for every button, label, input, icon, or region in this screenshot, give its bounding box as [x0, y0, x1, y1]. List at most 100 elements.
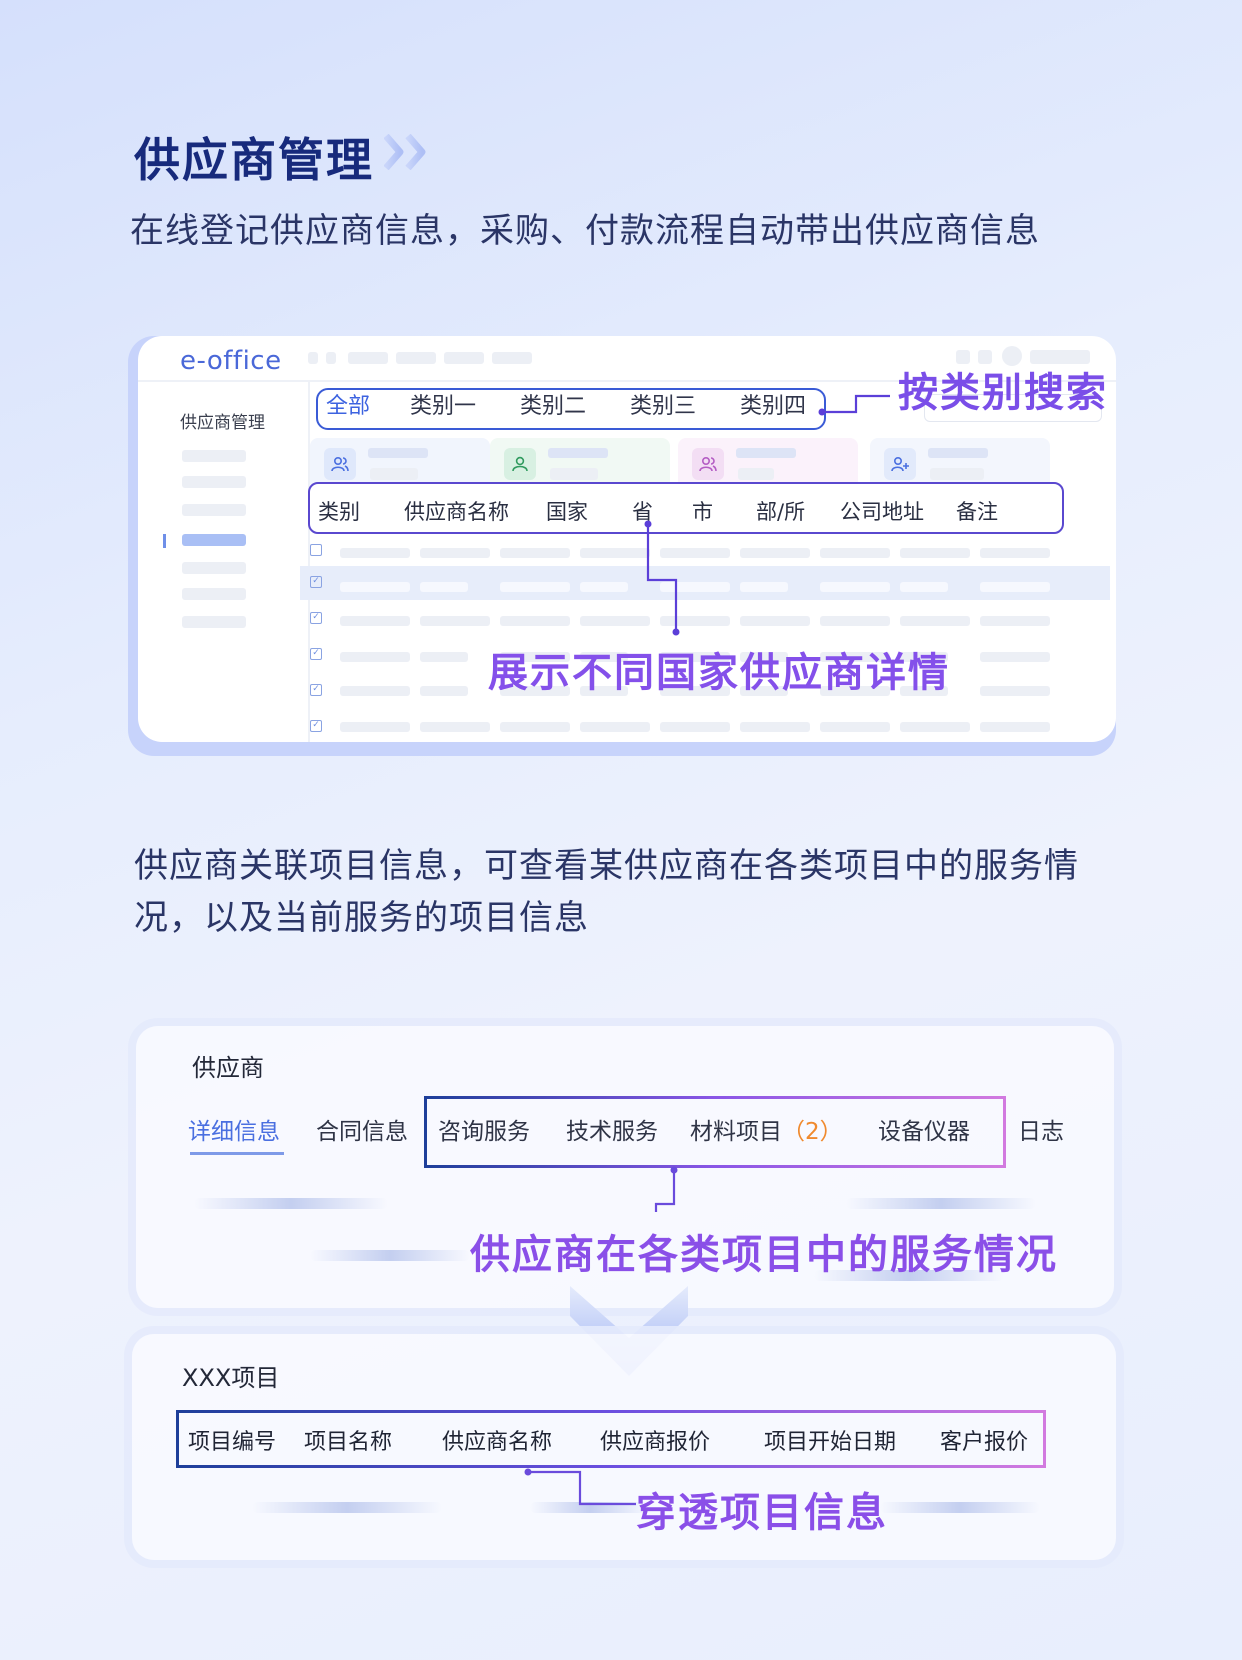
table-cell-placeholder [500, 548, 570, 558]
page-title: 供应商管理 [134, 133, 374, 187]
project-columns-highlight [176, 1410, 1046, 1468]
sidebar-item[interactable] [182, 504, 246, 516]
row-checkbox[interactable] [310, 544, 322, 556]
service-tabs-highlight [424, 1096, 1006, 1168]
category-card[interactable] [870, 438, 1050, 490]
column-header-supplier-name[interactable]: 供应商名称 [404, 500, 509, 524]
topbar-placeholder [444, 352, 484, 364]
table-cell-placeholder [420, 548, 490, 558]
table-cell-placeholder [580, 582, 628, 592]
column-project-name[interactable]: 项目名称 [304, 1430, 393, 1455]
table-cell-placeholder [740, 722, 810, 732]
sidebar-item-active[interactable] [182, 534, 246, 546]
tab-category-3[interactable]: 类别三 [630, 394, 697, 419]
table-header-highlight: 类别 供应商名称 国家 省 市 部/所 公司地址 备注 [308, 482, 1064, 534]
column-header-department[interactable]: 部/所 [756, 500, 806, 524]
sidebar-item[interactable] [182, 616, 246, 628]
callout-project-drilldown: 穿透项目信息 [636, 1490, 888, 1536]
table-cell-placeholder [340, 548, 410, 558]
content-placeholder [252, 1502, 442, 1513]
tab-all[interactable]: 全部 [326, 394, 371, 419]
table-cell-placeholder [500, 722, 570, 732]
table-row[interactable]: ✓ [300, 638, 1110, 672]
topbar-placeholder [326, 352, 336, 364]
table-cell-placeholder [900, 652, 948, 662]
sidebar-divider [308, 380, 310, 742]
users-icon [692, 448, 724, 480]
column-header-province[interactable]: 省 [632, 500, 653, 524]
row-checkbox[interactable]: ✓ [310, 576, 322, 588]
tab-detail-info[interactable]: 详细信息 [188, 1119, 280, 1145]
table-cell-placeholder [980, 652, 1050, 662]
tab-consulting-service[interactable]: 咨询服务 [438, 1119, 530, 1145]
callout-country-details: 展示不同国家供应商详情 [488, 650, 950, 696]
topbar-placeholder [396, 352, 436, 364]
table-cell-placeholder [740, 582, 788, 592]
users-icon [324, 448, 356, 480]
topbar-icon-placeholder [978, 350, 992, 364]
topbar-placeholder [492, 352, 532, 364]
column-header-remarks[interactable]: 备注 [956, 500, 998, 524]
table-cell-placeholder [660, 652, 730, 662]
column-header-address[interactable]: 公司地址 [840, 500, 924, 524]
section-description: 供应商关联项目信息，可查看某供应商在各类项目中的服务情况，以及当前服务的项目信息 [134, 846, 1079, 938]
tab-category-1[interactable]: 类别一 [410, 394, 477, 419]
table-cell-placeholder [580, 548, 650, 558]
content-placeholder [880, 1502, 1040, 1513]
sidebar-item[interactable] [182, 562, 246, 574]
table-cell-placeholder [820, 652, 890, 662]
sidebar-item[interactable] [182, 450, 246, 462]
search-input[interactable] [924, 394, 1102, 422]
tab-equipment[interactable]: 设备仪器 [878, 1119, 970, 1145]
table-cell-placeholder [660, 616, 730, 626]
row-checkbox[interactable]: ✓ [310, 648, 322, 660]
sidebar-item[interactable] [182, 476, 246, 488]
category-card[interactable] [678, 438, 858, 490]
tab-material-project[interactable]: 材料项目（2） [690, 1112, 843, 1146]
table-cell-placeholder [740, 616, 810, 626]
table-cell-placeholder [980, 548, 1050, 558]
header-divider [138, 380, 1116, 382]
column-supplier-name[interactable]: 供应商名称 [442, 1430, 553, 1455]
topbar-placeholder [348, 352, 388, 364]
tab-technical-service[interactable]: 技术服务 [566, 1119, 658, 1145]
table-row[interactable]: ✓ [300, 710, 1110, 742]
column-supplier-quote[interactable]: 供应商报价 [600, 1430, 711, 1455]
tab-category-4[interactable]: 类别四 [740, 394, 807, 419]
supplier-panel-title: 供应商 [192, 1054, 264, 1082]
column-header-city[interactable]: 市 [692, 500, 713, 524]
sidebar-item[interactable] [182, 588, 246, 600]
table-cell-placeholder [420, 722, 490, 732]
table-cell-placeholder [420, 582, 468, 592]
table-row[interactable] [300, 534, 1110, 568]
topbar-placeholder [308, 352, 318, 364]
table-cell-placeholder [340, 686, 410, 696]
callout-service-status: 供应商在各类项目中的服务情况 [470, 1232, 1058, 1278]
double-chevron-right-icon [384, 134, 426, 170]
table-cell-placeholder [980, 616, 1050, 626]
table-cell-placeholder [500, 616, 570, 626]
row-checkbox[interactable]: ✓ [310, 684, 322, 696]
category-card[interactable] [310, 438, 490, 490]
column-header-category[interactable]: 类别 [318, 500, 360, 524]
table-cell-placeholder [900, 548, 970, 558]
avatar[interactable] [1002, 346, 1022, 366]
row-checkbox[interactable]: ✓ [310, 720, 322, 732]
category-card[interactable] [490, 438, 670, 490]
table-cell-placeholder [660, 686, 730, 696]
tab-log[interactable]: 日志 [1018, 1119, 1064, 1145]
table-cell-placeholder [500, 686, 570, 696]
table-row[interactable]: ✓ [300, 602, 1110, 636]
column-header-country[interactable]: 国家 [546, 500, 588, 524]
tab-category-2[interactable]: 类别二 [520, 394, 587, 419]
row-checkbox[interactable]: ✓ [310, 612, 322, 624]
sidebar-active-indicator [163, 534, 166, 548]
table-row[interactable]: ✓ [300, 674, 1110, 708]
column-customer-quote[interactable]: 客户报价 [940, 1430, 1029, 1455]
tab-contract-info[interactable]: 合同信息 [316, 1119, 408, 1145]
table-cell-placeholder [820, 548, 890, 558]
column-project-number[interactable]: 项目编号 [188, 1430, 277, 1455]
topbar-placeholder [1030, 350, 1090, 364]
column-project-start-date[interactable]: 项目开始日期 [764, 1430, 897, 1455]
table-cell-placeholder [580, 652, 628, 662]
